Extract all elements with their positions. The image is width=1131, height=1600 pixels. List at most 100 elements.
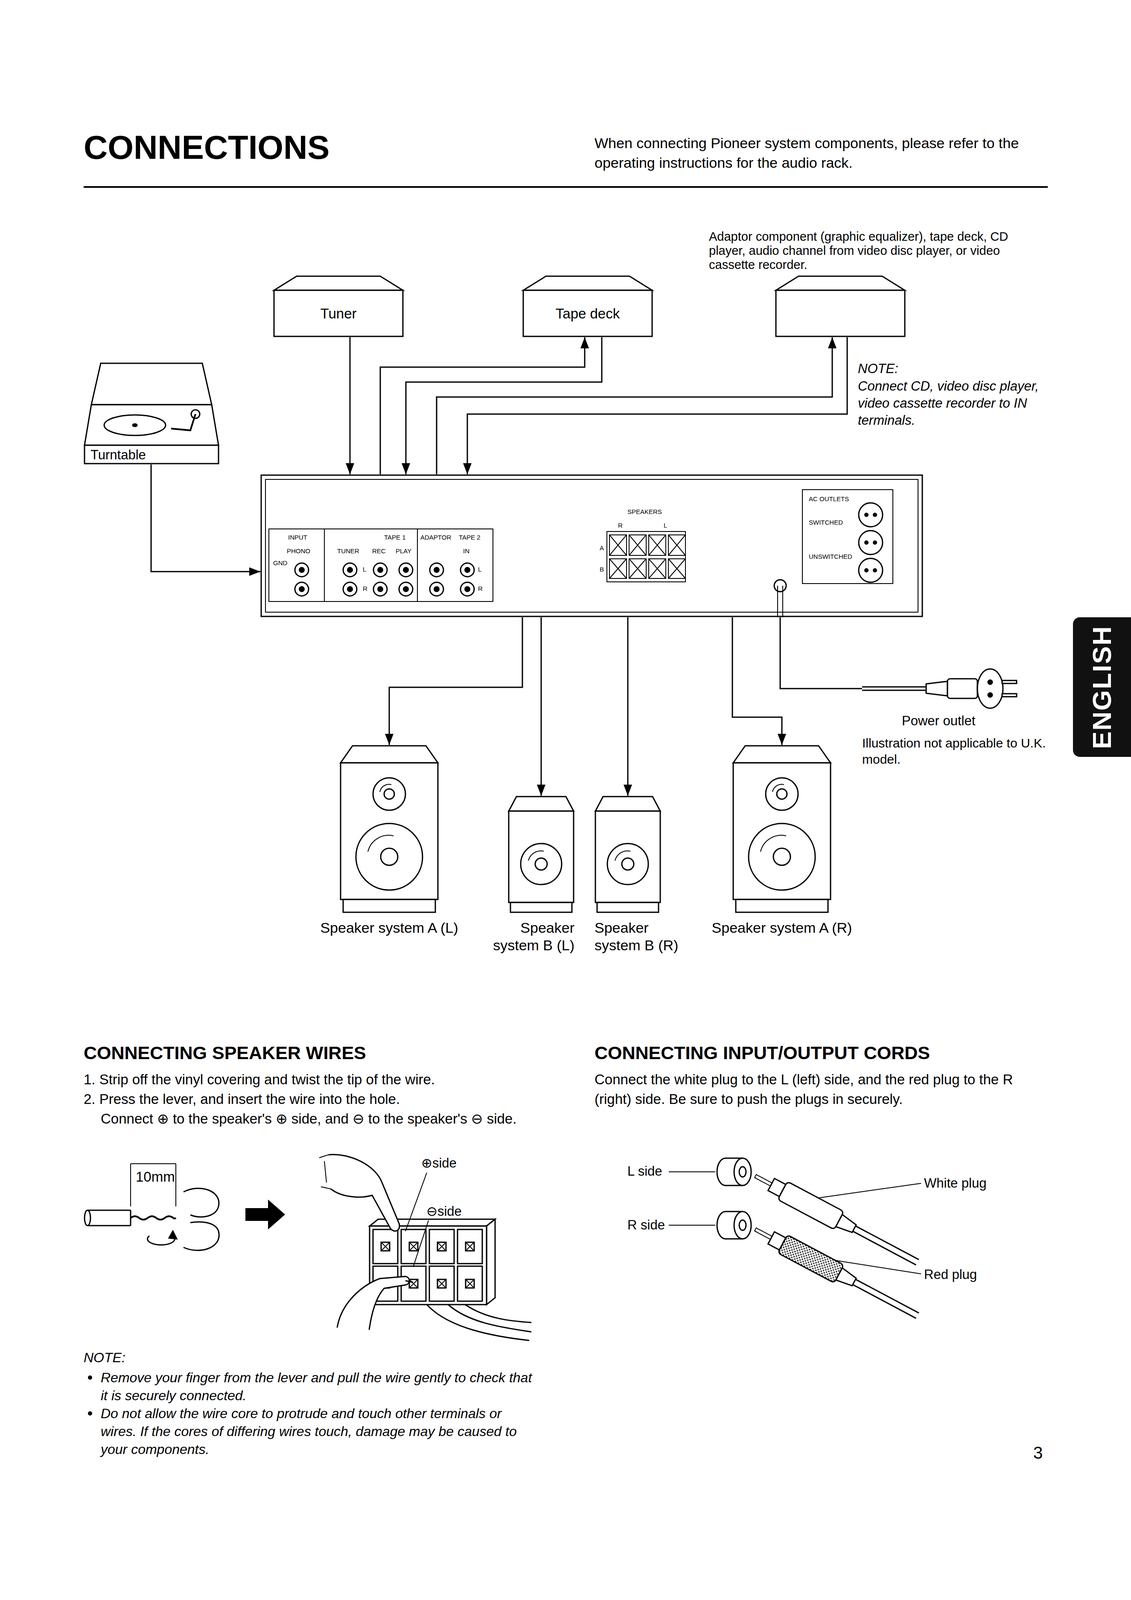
panel-label: TAPE 1	[384, 533, 406, 541]
text-holder: PHONO	[286, 547, 311, 555]
arrowhead	[623, 784, 633, 796]
text-holder: Red plug	[924, 1265, 977, 1283]
connector-line	[349, 337, 351, 475]
text-column: CONNECTING INPUT/OUTPUT CORDS Connect the…	[594, 1041, 1049, 1109]
text-holder: ⊖side	[426, 1202, 462, 1220]
panel-label: IN	[463, 547, 470, 555]
box-label: Tape deck	[555, 305, 620, 323]
drawing	[83, 186, 1048, 1341]
bullet-dot	[87, 1375, 93, 1380]
label: Red plug	[924, 1265, 977, 1283]
speaker-box: Speaker system A (L)	[339, 744, 439, 913]
panel-label: SPEAKERS	[627, 507, 662, 516]
bullet-item: Do not allow the wire core to protrude a…	[83, 1404, 537, 1458]
label-area: Tape deck	[522, 290, 653, 338]
leader-line	[818, 1183, 922, 1198]
note-text: Do not allow the wire core to protrude a…	[100, 1404, 537, 1458]
text-holder: SWITCHED	[808, 518, 843, 526]
label: R side	[627, 1216, 665, 1234]
panel-label: R	[617, 521, 623, 529]
panel-label: TAPE 2	[458, 533, 481, 541]
connector-line	[540, 617, 543, 796]
text-holder: R	[362, 584, 368, 592]
label: Connect CD, video disc player, video cas…	[857, 377, 1067, 429]
arrowhead	[536, 784, 546, 796]
label: When connecting Pioneer system component…	[594, 133, 1056, 173]
speaker-box: Speaker system A (R)	[732, 744, 832, 913]
text-holder: GND	[273, 559, 288, 567]
connector	[732, 617, 787, 745]
bullet-item: Remove your finger from the lever and pu…	[83, 1368, 537, 1405]
caption: Speaker system B (R)	[594, 918, 685, 954]
text-holder: INPUT	[288, 533, 308, 541]
speaker-cabinet	[594, 795, 662, 913]
body-text: NOTE:	[83, 1348, 537, 1366]
note-text: Remove your finger from the lever and pu…	[100, 1368, 537, 1405]
connector	[401, 337, 602, 475]
connector	[436, 337, 837, 475]
speaker-box: Speaker system B (R)	[594, 795, 662, 913]
text-holder: ENGLISH	[1087, 625, 1117, 750]
connector-line	[389, 617, 523, 745]
caption: Speaker system B (L)	[484, 918, 575, 954]
leader-line	[833, 1259, 922, 1274]
text-holder: Speaker system B (L)	[484, 918, 575, 954]
panel-label: A	[599, 544, 604, 552]
arrowhead	[401, 463, 411, 475]
text-holder: TAPE 2	[458, 533, 481, 541]
speaker-cabinet	[732, 744, 832, 913]
connector	[623, 617, 633, 796]
text-holder: UNSWITCHED	[808, 552, 853, 560]
connector-line	[405, 337, 602, 475]
label: White plug	[924, 1174, 987, 1192]
text-holder: R side	[627, 1216, 665, 1234]
panel-label: AC OUTLETS	[808, 495, 849, 503]
panel-label: B	[599, 565, 604, 573]
language-tab-text: ENGLISH	[1087, 625, 1117, 750]
bullet-dot	[87, 1410, 93, 1416]
text-holder: L	[362, 565, 367, 573]
caption: Power outlet	[901, 712, 976, 729]
panel-label: REC	[372, 547, 386, 555]
panel-label: ADAPTOR	[420, 533, 452, 541]
text-holder: A	[599, 544, 604, 552]
connector	[380, 337, 589, 475]
turntable-box: Turntable	[83, 361, 220, 465]
arrowhead	[384, 733, 394, 745]
body-text: Connect ⊕ to the speaker's ⊕ side, and ⊖…	[83, 1108, 537, 1129]
power-plug-box: Power outlet	[862, 665, 1021, 709]
connector-line	[627, 617, 629, 796]
box-label: Tuner	[320, 305, 357, 323]
red-plug	[750, 1220, 923, 1325]
power-plug	[862, 665, 1021, 709]
arrowhead	[463, 463, 472, 475]
component-box: Tape deck	[522, 275, 653, 338]
section-heading: CONNECTING INPUT/OUTPUT CORDS	[594, 1041, 1049, 1064]
text-holder: Speaker system A (L)	[320, 918, 458, 937]
text-column: CONNECTING SPEAKER WIRES1. Strip off the…	[83, 1041, 537, 1129]
leader-line	[405, 1172, 427, 1231]
stripped-wire	[84, 1163, 219, 1251]
hands	[319, 1154, 414, 1330]
text-holder: PLAY	[395, 547, 412, 555]
text-holder: Speaker system A (R)	[711, 918, 853, 937]
page-title: CONNECTIONS	[83, 128, 330, 167]
leader-line	[668, 1171, 716, 1172]
label: L side	[627, 1162, 663, 1180]
connector-line	[151, 464, 261, 572]
body-text: Connect the white plug to the L (left) s…	[594, 1069, 1049, 1109]
text-holder: ⊕side	[421, 1154, 457, 1172]
text-holder: 10mm	[135, 1167, 175, 1186]
jack-r	[717, 1211, 752, 1239]
connector	[384, 617, 523, 745]
text-holder: B	[599, 565, 604, 573]
panel-label: GND	[273, 559, 288, 567]
speaker-box: Speaker system B (L)	[507, 795, 575, 913]
connector	[463, 337, 848, 475]
panel-label: INPUT	[288, 533, 308, 541]
panel-label: SWITCHED	[808, 518, 843, 526]
text-holder: R	[478, 584, 483, 592]
section-heading: CONNECTING SPEAKER WIRES	[83, 1041, 537, 1064]
speaker-cabinet	[507, 795, 575, 913]
